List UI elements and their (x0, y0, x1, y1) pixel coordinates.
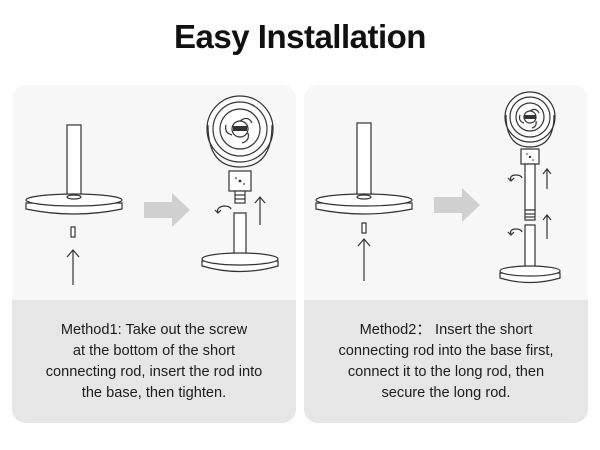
method-2-caption-box: Method2： Insert the short connecting rod… (304, 300, 588, 423)
caption-line: at the bottom of the short (72, 342, 236, 359)
method-1-illustration (25, 95, 279, 285)
fan-base-icon (315, 193, 413, 215)
caption-line: connect it to the long rod, then (347, 363, 545, 380)
short-rod-icon (66, 124, 82, 198)
method-1-caption: Method1: Take out the screw at the botto… (46, 320, 263, 404)
up-arrow-icon (66, 249, 80, 285)
method-2-illustration-area (304, 85, 588, 300)
caption-line: Method2： Insert the short (359, 321, 533, 338)
method-1-panel: Method1: Take out the screw at the botto… (12, 85, 296, 423)
up-arrow-icon (254, 196, 266, 225)
method-2-caption: Method2： Insert the short connecting rod… (339, 320, 554, 404)
method-2-illustration (315, 91, 561, 284)
right-arrow-icon (434, 188, 480, 222)
caption-line: connecting rod, insert the rod into (45, 363, 263, 380)
screw-icon (70, 226, 76, 238)
method-1-illustration-area (12, 85, 296, 300)
rotate-arrow-icon (214, 205, 232, 214)
fan-base-icon (25, 193, 123, 215)
caption-line: connecting rod into the base first, (338, 342, 554, 359)
caption-line: Method1: Take out the screw (60, 321, 248, 338)
assembled-fan-icon (201, 95, 279, 273)
page-title: Easy Installation (174, 18, 426, 55)
rotate-arrow-icon (507, 174, 523, 182)
assembled-fan-icon (499, 91, 561, 284)
up-arrow-icon (542, 214, 552, 239)
rotate-arrow-icon (507, 228, 523, 236)
up-arrow-icon (357, 238, 371, 281)
right-arrow-icon (144, 193, 190, 227)
up-arrow-icon (542, 168, 552, 189)
caption-line: the base, then tighten. (81, 384, 227, 401)
caption-line: secure the long rod. (381, 384, 511, 401)
short-rod-icon (356, 122, 372, 198)
method-2-panel: Method2： Insert the short connecting rod… (304, 85, 588, 423)
screw-icon (361, 222, 367, 234)
method-1-caption-box: Method1: Take out the screw at the botto… (12, 300, 296, 423)
